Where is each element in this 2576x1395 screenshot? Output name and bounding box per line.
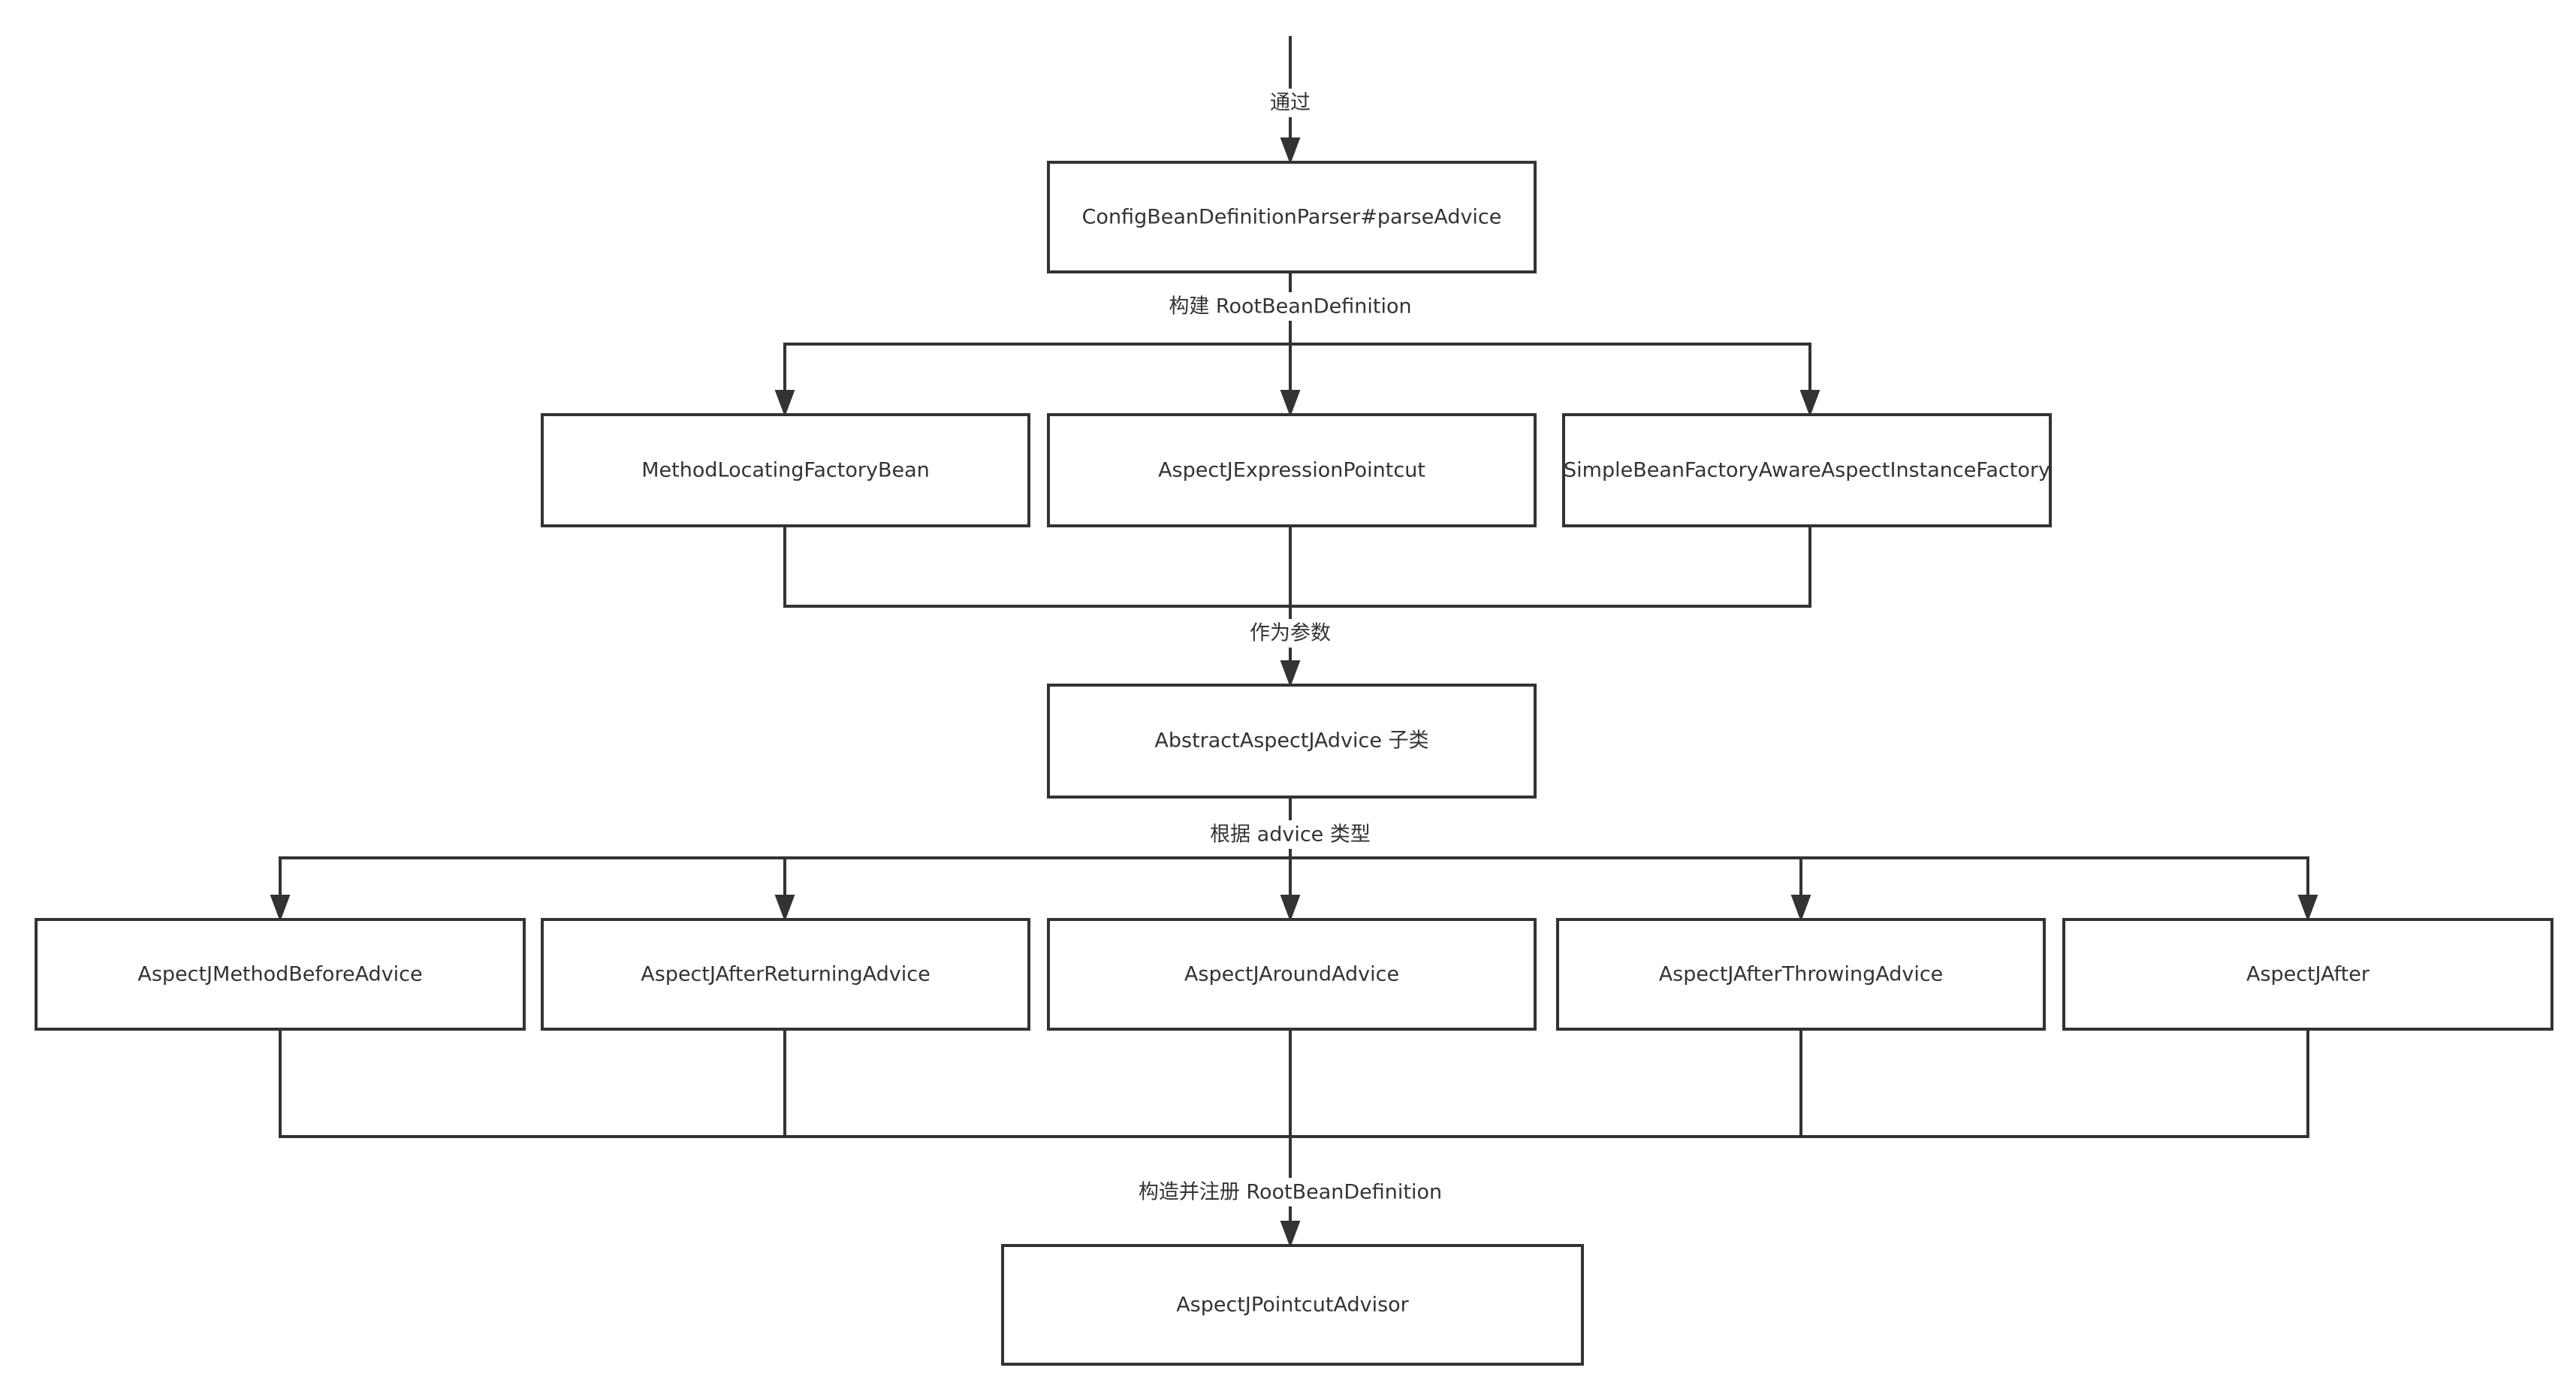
edge-label-by-type: 根据 advice 类型 <box>1210 820 1371 849</box>
node-after-advice[interactable]: AspectJAfter <box>2062 918 2553 1031</box>
edge-label-register-text: 构造并注册 RootBeanDefinition <box>1139 1181 1442 1204</box>
edge-label-as-param-text: 作为参数 <box>1250 622 1331 645</box>
edge-label-via-text: 通过 <box>1270 92 1311 115</box>
node-before-advice-label: AspectJMethodBeforeAdvice <box>137 963 422 986</box>
edge-label-build: 构建 RootBeanDefinition <box>1169 292 1412 321</box>
node-around-advice-label: AspectJAroundAdvice <box>1184 963 1399 986</box>
edge-label-as-param: 作为参数 <box>1248 619 1332 648</box>
node-pointcut-advisor[interactable]: AspectJPointcutAdvisor <box>1001 1244 1584 1366</box>
node-parse-advice-label: ConfigBeanDefinitionParser#parseAdvice <box>1082 206 1502 229</box>
node-after-throwing-advice-label: AspectJAfterThrowingAdvice <box>1659 963 1944 986</box>
node-after-advice-label: AspectJAfter <box>2246 963 2370 986</box>
node-expression-pointcut-label: AspectJExpressionPointcut <box>1158 459 1425 482</box>
edge-label-via: 通过 <box>1266 89 1314 117</box>
node-expression-pointcut[interactable]: AspectJExpressionPointcut <box>1047 413 1537 527</box>
edge-type-split <box>270 797 2318 922</box>
edge-param-merge <box>783 526 1811 687</box>
node-instance-factory[interactable]: SimpleBeanFactoryAwareAspectInstanceFact… <box>1562 413 2052 527</box>
node-abstract-advice[interactable]: AbstractAspectJAdvice 子类 <box>1047 684 1537 799</box>
edge-label-register: 构造并注册 RootBeanDefinition <box>1139 1178 1442 1206</box>
node-parse-advice[interactable]: ConfigBeanDefinitionParser#parseAdvice <box>1047 161 1537 273</box>
edge-label-build-text: 构建 RootBeanDefinition <box>1169 295 1411 319</box>
node-after-returning-advice-label: AspectJAfterReturningAdvice <box>641 963 930 986</box>
node-after-throwing-advice[interactable]: AspectJAfterThrowingAdvice <box>1556 918 2046 1031</box>
node-before-advice[interactable]: AspectJMethodBeforeAdvice <box>35 918 526 1031</box>
node-method-locating-factory-bean[interactable]: MethodLocatingFactoryBean <box>541 413 1030 527</box>
edge-label-by-type-text: 根据 advice 类型 <box>1210 823 1371 847</box>
node-instance-factory-label: SimpleBeanFactoryAwareAspectInstanceFact… <box>1564 459 2050 482</box>
node-abstract-advice-label: AbstractAspectJAdvice 子类 <box>1154 729 1428 753</box>
node-method-locating-factory-bean-label: MethodLocatingFactoryBean <box>641 459 930 482</box>
node-around-advice[interactable]: AspectJAroundAdvice <box>1047 918 1537 1031</box>
edge-register-merge <box>279 1029 2309 1248</box>
node-after-returning-advice[interactable]: AspectJAfterReturningAdvice <box>541 918 1030 1031</box>
node-pointcut-advisor-label: AspectJPointcutAdvisor <box>1176 1294 1409 1317</box>
